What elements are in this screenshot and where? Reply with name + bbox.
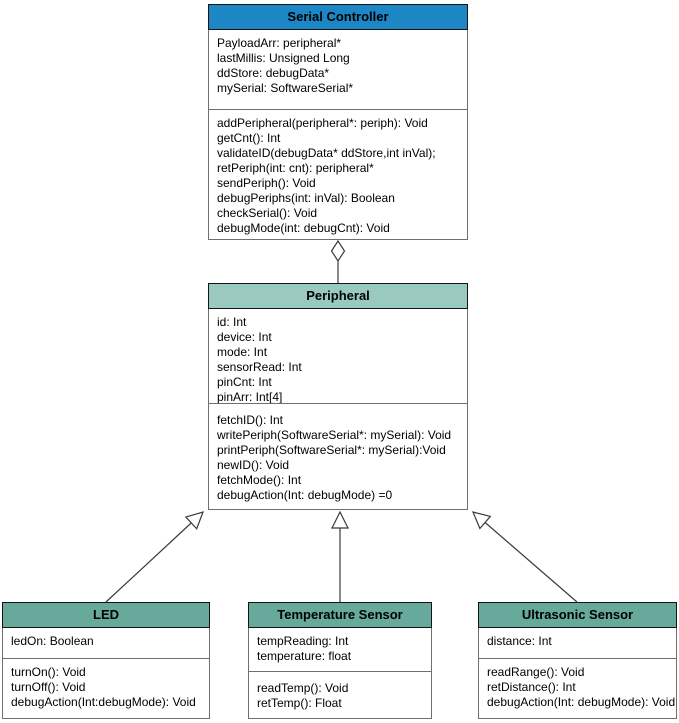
member-line: debugAction(Int: debugMode): Void: [487, 695, 676, 709]
member-line: PayloadArr: peripheral*: [217, 36, 342, 50]
member-line: mySerial: SoftwareSerial*: [217, 81, 354, 95]
member-line: device: Int: [217, 330, 272, 344]
member-line: mode: Int: [217, 345, 268, 359]
class-title-ultrasonic-sensor: Ultrasonic Sensor: [478, 602, 677, 628]
attributes-section-led: ledOn: Boolean: [3, 628, 209, 659]
member-line: checkSerial(): Void: [217, 206, 318, 220]
member-line: turnOff(): Void: [11, 680, 86, 694]
class-box-serial-controller[interactable]: Serial Controller PayloadArr: peripheral…: [208, 4, 468, 240]
member-line: id: Int: [217, 315, 247, 329]
member-line: readTemp(): Void: [257, 681, 349, 695]
methods-section-serial-controller: addPeripheral(peripheral*: periph): Void…: [209, 110, 467, 239]
member-line: sensorRead: Int: [217, 360, 302, 374]
attributes-section-ultrasonic-sensor: distance: Int: [479, 628, 676, 659]
member-line: fetchMode(): Int: [217, 473, 302, 487]
member-line: fetchID(): Int: [217, 413, 284, 427]
member-line: retDistance(): Int: [487, 680, 576, 694]
member-line: pinCnt: Int: [217, 375, 272, 389]
class-title-serial-controller: Serial Controller: [208, 4, 468, 30]
member-line: getCnt(): Int: [217, 131, 281, 145]
member-line: temperature: float: [257, 649, 352, 663]
member-line: debugAction(Int:debugMode): Void: [11, 695, 196, 709]
class-box-ultrasonic-sensor[interactable]: Ultrasonic Sensor distance: Int readRang…: [478, 602, 677, 719]
member-line: pinArr: Int[4]: [217, 390, 283, 404]
member-line: debugPeriphs(int: inVal): Boolean: [217, 191, 395, 205]
member-line: tempReading: Int: [257, 634, 349, 648]
member-line: retPeriph(int: cnt): peripheral*: [217, 161, 374, 175]
member-line: turnOn(): Void: [11, 665, 86, 679]
member-line: distance: Int: [487, 634, 552, 648]
member-line: debugAction(Int: debugMode) =0: [217, 488, 393, 502]
member-line: printPeriph(SoftwareSerial*: mySerial):V…: [217, 443, 446, 457]
member-line: newID(): Void: [217, 458, 290, 472]
member-line: addPeripheral(peripheral*: periph): Void: [217, 116, 428, 130]
member-line: ledOn: Boolean: [11, 634, 94, 648]
member-line: validateID(debugData* ddStore,int inVal)…: [217, 146, 436, 160]
inheritance-connector-ultrasonic-sensor-to-peripheral[interactable]: [471, 511, 578, 603]
member-line: lastMillis: Unsigned Long: [217, 51, 350, 65]
class-title-led: LED: [2, 602, 210, 628]
inheritance-connector-led-to-peripheral[interactable]: [105, 511, 204, 603]
attributes-section-serial-controller: PayloadArr: peripheral*lastMillis: Unsig…: [209, 30, 467, 110]
member-line: readRange(): Void: [487, 665, 585, 679]
member-line: writePeriph(SoftwareSerial*: mySerial): …: [217, 428, 452, 442]
member-line: sendPeriph(): Void: [217, 176, 316, 190]
class-title-temperature-sensor: Temperature Sensor: [248, 602, 432, 628]
member-line: debugMode(int: debugCnt): Void: [217, 221, 390, 235]
class-title-peripheral: Peripheral: [208, 283, 468, 309]
member-line: ddStore: debugData*: [217, 66, 330, 80]
member-line: retTemp(): Float: [257, 696, 342, 710]
